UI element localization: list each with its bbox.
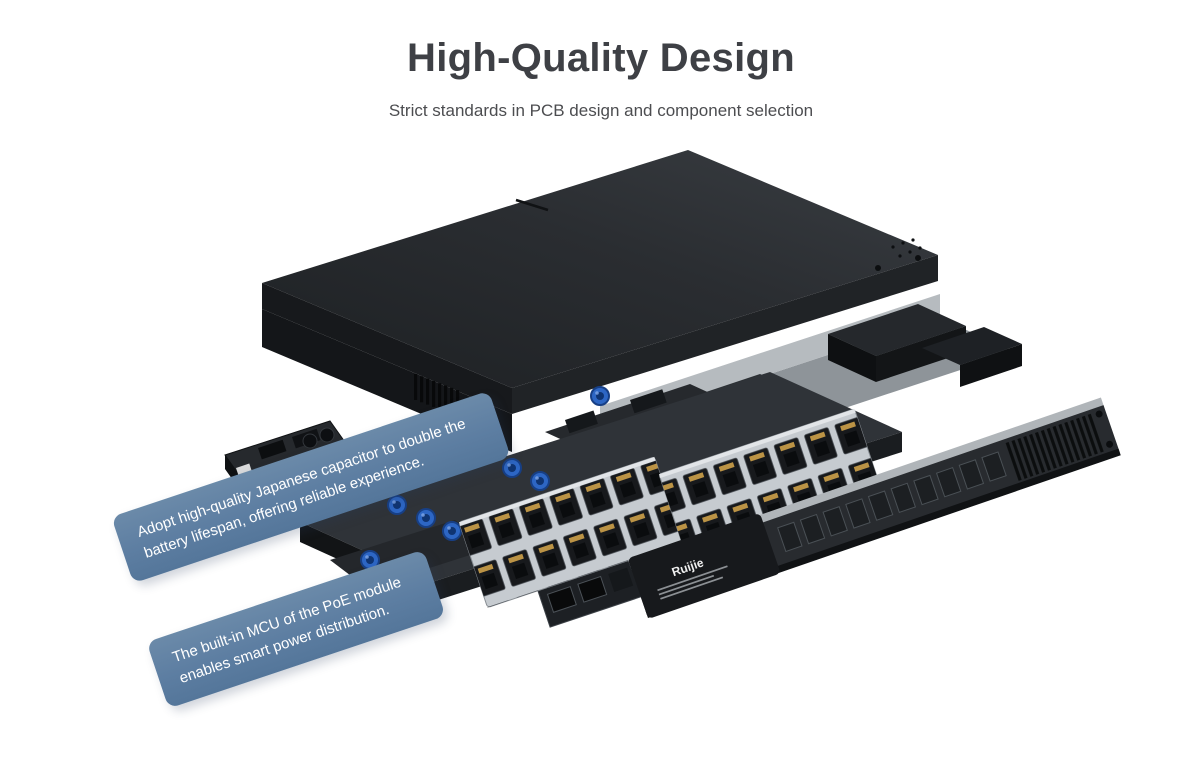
panel-vent-grid [1004,413,1105,482]
page-title: High-Quality Design [407,36,795,80]
page-subtitle: Strict standards in PCB design and compo… [388,101,814,120]
top-cover [262,150,938,414]
capacitor [360,550,380,570]
sfp-module [536,556,646,628]
section-header: High-Quality Design Strict standards in … [0,36,1202,121]
capacitor [387,495,407,515]
capacitor [530,471,550,491]
capacitor [416,508,436,528]
capacitor [590,386,610,406]
panel-port-cutouts [777,451,1007,553]
port-cage-left [458,456,683,608]
front-panel: Ruijie [628,397,1121,618]
port-cage-right [658,408,883,560]
capacitor [502,458,522,478]
capacitor [442,521,462,541]
lid-vent-dots [891,238,922,258]
